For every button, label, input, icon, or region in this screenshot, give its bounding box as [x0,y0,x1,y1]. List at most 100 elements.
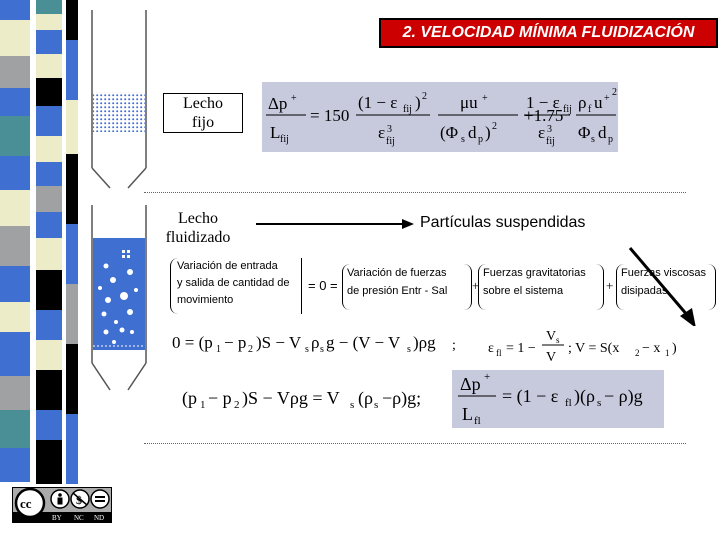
svg-text:− x: − x [642,341,660,356]
strip-block [0,266,30,302]
strip-block [36,310,62,340]
strip-block [66,284,78,344]
strip-block [36,270,62,310]
plus-sign: + [606,278,614,293]
momentum-line3: movimiento [177,294,234,306]
strip-block [36,54,62,78]
svg-text:fij: fij [280,134,289,145]
svg-text:+: + [604,93,610,104]
svg-text:3: 3 [547,124,552,135]
svg-text:fl: fl [496,348,502,358]
svg-text:fl: fl [565,397,572,409]
bed-column-diagram [91,10,147,391]
svg-text:)(ρ: )(ρ [574,386,595,407]
strip-block [0,88,30,116]
equals-zero: = 0 = [308,278,338,293]
svg-text:s: s [320,344,324,355]
svg-text:L: L [270,123,280,142]
svg-text:u: u [594,93,603,112]
svg-text:+: + [484,371,490,383]
strip-block [36,370,62,410]
svg-text:−ρ)g;: −ρ)g; [382,388,421,409]
strip-block [0,0,30,20]
svg-text:Φ: Φ [578,123,590,142]
svg-text:1 − ε: 1 − ε [526,93,560,112]
strip-block [36,440,62,484]
svg-text:(ρ: (ρ [358,388,373,409]
svg-text:): ) [672,341,677,356]
momentum-term: Variación de entrada y salida de cantida… [170,258,302,314]
strip-block [36,162,62,186]
svg-text:ρ: ρ [311,333,319,352]
svg-text:s: s [374,399,378,411]
gravity-term: Fuerzas gravitatorias sobre el sistema [478,264,604,310]
svg-text:ε: ε [538,123,545,142]
svg-text:(1 − ε: (1 − ε [358,93,397,112]
svg-text:1: 1 [665,348,670,358]
svg-text:1: 1 [216,344,221,355]
svg-text:1: 1 [200,399,206,411]
plus-sign: + [472,278,480,293]
strip-block [0,448,30,482]
svg-text:)ρg: )ρg [413,333,436,352]
svg-text:g − (V − V: g − (V − V [326,333,401,352]
svg-text:)S − Vρg = V: )S − Vρg = V [242,388,340,409]
pressure-term: Variación de fuerzas de presión Entr - S… [342,264,472,310]
strip-block [36,14,62,30]
suspended-particle-dots [98,250,138,344]
license-nd-text: ND [94,514,104,522]
svg-text:fij: fij [386,136,395,147]
svg-text:s: s [407,344,411,355]
fixed-bed-column [91,10,147,189]
strip-block [0,376,30,410]
svg-text:fij: fij [403,104,412,115]
pointer-arrow [256,219,414,229]
attribution-icon [50,489,70,509]
strip-block [0,190,30,226]
strip-block [0,56,30,88]
svg-text:d: d [598,123,607,142]
svg-text:3: 3 [387,124,392,135]
svg-text:s: s [350,399,354,411]
svg-text:Δp: Δp [460,374,481,394]
fixed-bed-label-line2: fijo [191,114,215,131]
strip-block [66,0,78,40]
strip-block [66,344,78,414]
fluidized-bed-column [91,205,147,391]
license-badge: cc $ BY NC ND [12,487,112,523]
svg-text:2: 2 [492,121,497,132]
viscous-line1: Fuerzas viscosas [621,267,706,279]
separator-semicolon: ; [452,338,456,353]
strip-block [66,40,78,100]
fluidized-bed-label-line1: Lecho [178,210,218,227]
slide-title: 2. VELOCIDAD MÍNIMA FLUIDIZACIÓN [379,18,718,48]
svg-text:fl: fl [474,415,481,427]
creative-commons-icon: cc [14,487,46,519]
svg-text:V: V [546,350,556,364]
fluidized-region [93,238,145,350]
strip-block [36,212,62,238]
suspended-particles-label: Partículas suspendidas [420,214,586,231]
momentum-balance-words: Variación de entrada y salida de cantida… [170,258,720,316]
license-by-text: BY [52,514,62,522]
momentum-line1: Variación de entrada [177,260,278,272]
strip-block [0,332,30,376]
viscous-line2: disipadas [621,285,668,297]
packed-particles [93,92,145,132]
pressure-line1: Variación de fuerzas [347,267,447,279]
strip-block [0,20,30,56]
svg-text:− ρ)g: − ρ)g [604,386,643,407]
svg-text:p: p [478,134,483,145]
svg-text:μu: μu [460,93,478,112]
svg-text:Δp: Δp [268,94,287,113]
svg-text:= 150: = 150 [310,106,349,125]
svg-text:s: s [461,134,465,145]
svg-text:cc: cc [20,496,32,511]
license-nc-text: NC [74,514,84,522]
